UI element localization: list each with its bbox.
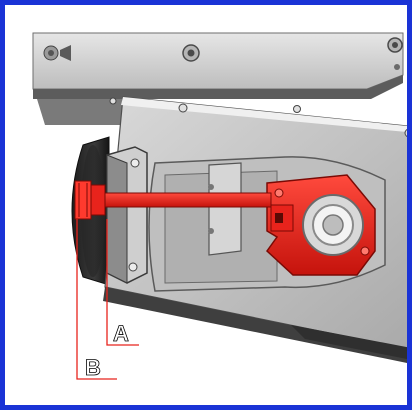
callout-b: B <box>85 355 101 380</box>
guide-block <box>208 162 242 256</box>
top-housing <box>32 32 404 125</box>
callout-lines <box>76 219 139 380</box>
rivet-icon <box>394 64 400 70</box>
lock-nut <box>90 184 106 216</box>
side-plate <box>103 96 407 363</box>
screw-head-icon <box>43 45 71 61</box>
tension-bracket <box>106 146 148 284</box>
technical-drawing: A B <box>32 32 407 380</box>
adjusting-nut <box>74 180 92 220</box>
plate-edge <box>291 325 407 360</box>
callout-a: A <box>113 321 129 346</box>
screw-head-icon <box>109 97 407 138</box>
bolt-head-icon <box>387 37 403 53</box>
tension-rod <box>74 180 272 220</box>
bolt-head-icon <box>182 44 200 62</box>
bearing-housing <box>266 174 376 276</box>
